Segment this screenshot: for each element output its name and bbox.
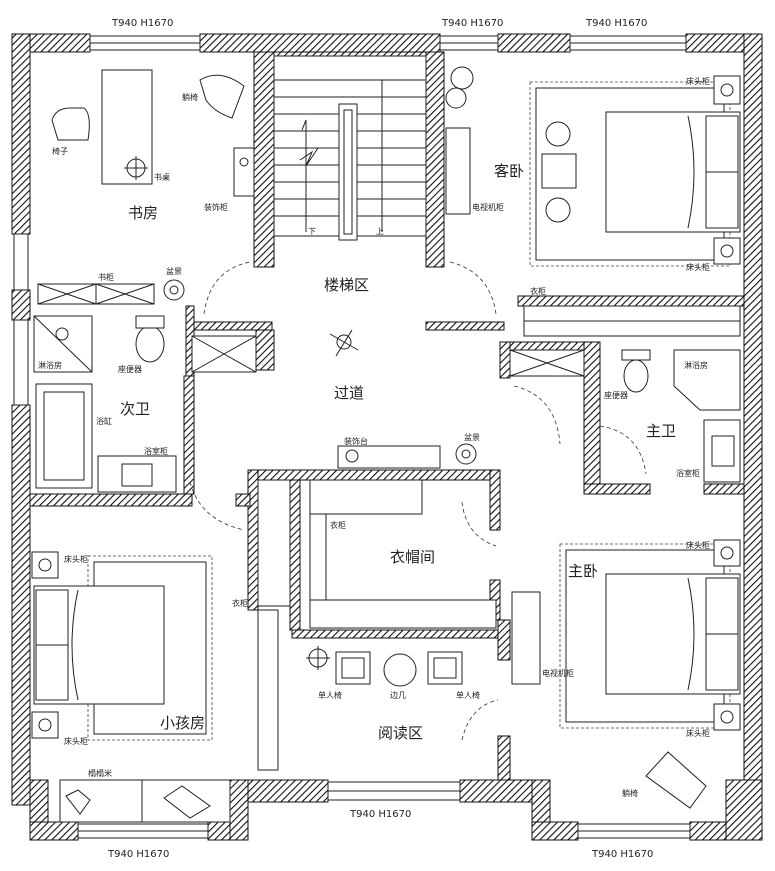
room-master: 主卧	[568, 562, 598, 580]
plant-icon-3	[445, 66, 474, 109]
label-nightstand-guest-bottom: 床头柜	[686, 262, 710, 272]
person-icon	[329, 329, 359, 357]
room-study: 书房	[128, 204, 158, 222]
stairs	[273, 55, 427, 241]
bookcase	[37, 283, 155, 305]
plant-icon	[163, 279, 185, 301]
room-reading: 阅读区	[378, 724, 423, 742]
label-nightstand-master-bottom: 床头柜	[686, 728, 710, 738]
room-closet: 衣帽间	[390, 548, 435, 566]
label-wardrobe-3: 衣柜	[232, 598, 248, 608]
kids-room-furniture	[31, 551, 231, 823]
label-vanity-bath2: 浴室柜	[144, 446, 168, 456]
closet-furniture	[257, 479, 497, 771]
label-desk: 书桌	[154, 172, 170, 182]
label-tv-cabinet-master: 电视机柜	[542, 668, 574, 678]
study-furniture	[51, 69, 255, 197]
window-label-top-right: T940 H1670	[585, 18, 647, 29]
label-recliner-master: 躺椅	[622, 788, 638, 798]
window-label-bottom-left: T940 H1670	[107, 849, 169, 860]
room-bath2: 次卫	[120, 400, 150, 418]
label-side-table: 边几	[390, 690, 406, 700]
label-tatami: 榻榻米	[88, 768, 112, 778]
plant-icon-2	[345, 443, 477, 465]
guest-bedroom-furniture	[445, 66, 741, 267]
window-label-top-left: T940 H1670	[111, 18, 173, 29]
room-kids: 小孩房	[160, 714, 205, 732]
label-wardrobe-2: 衣柜	[330, 520, 346, 530]
stair-down-mark: 下	[308, 227, 316, 236]
label-shower-master: 淋浴房	[684, 360, 708, 370]
label-chair: 椅子	[52, 146, 68, 156]
label-nightstand-master-top: 床头柜	[686, 540, 710, 550]
wardrobe-corridor	[523, 305, 741, 337]
room-corridor: 过道	[334, 384, 364, 402]
label-display-cabinet: 装饰柜	[204, 202, 228, 212]
bath2-fixtures	[33, 315, 177, 493]
label-bathtub: 浴缸	[96, 416, 112, 426]
label-single-chair-2: 单人椅	[456, 690, 480, 700]
label-tv-cabinet-guest: 电视机柜	[472, 202, 504, 212]
windows	[13, 35, 691, 839]
reading-furniture	[306, 646, 463, 687]
room-master-bath: 主卫	[646, 422, 676, 440]
label-recliner: 躺椅	[182, 92, 198, 102]
window-label-bottom-mid: T940 H1670	[349, 809, 411, 820]
room-guest: 客卧	[494, 162, 524, 180]
label-vanity-master: 浴室柜	[676, 468, 700, 478]
label-toilet-master: 座便器	[604, 390, 628, 400]
window-label-top-mid: T940 H1670	[441, 18, 503, 29]
outer-walls	[11, 33, 763, 841]
label-nightstand-guest-top: 床头柜	[686, 76, 710, 86]
label-decor-table: 装饰台	[344, 436, 368, 446]
label-toilet-bath2: 座便器	[118, 364, 142, 374]
master-bedroom-furniture	[511, 539, 741, 809]
label-plant-2: 盆景	[464, 432, 480, 442]
label-bookcase: 书柜	[98, 272, 114, 282]
label-single-chair-1: 单人椅	[318, 690, 342, 700]
label-plant-1: 盆景	[166, 266, 182, 276]
label-wardrobe-1: 衣柜	[530, 286, 546, 296]
label-nightstand-kids-top: 床头柜	[64, 554, 88, 564]
label-shower-bath2: 淋浴房	[38, 360, 62, 370]
window-label-bottom-right: T940 H1670	[591, 849, 653, 860]
stair-up-mark: 上	[376, 227, 384, 236]
label-nightstand-kids-bottom: 床头柜	[64, 736, 88, 746]
master-bath-fixtures	[621, 349, 741, 483]
room-stair: 楼梯区	[324, 276, 369, 294]
